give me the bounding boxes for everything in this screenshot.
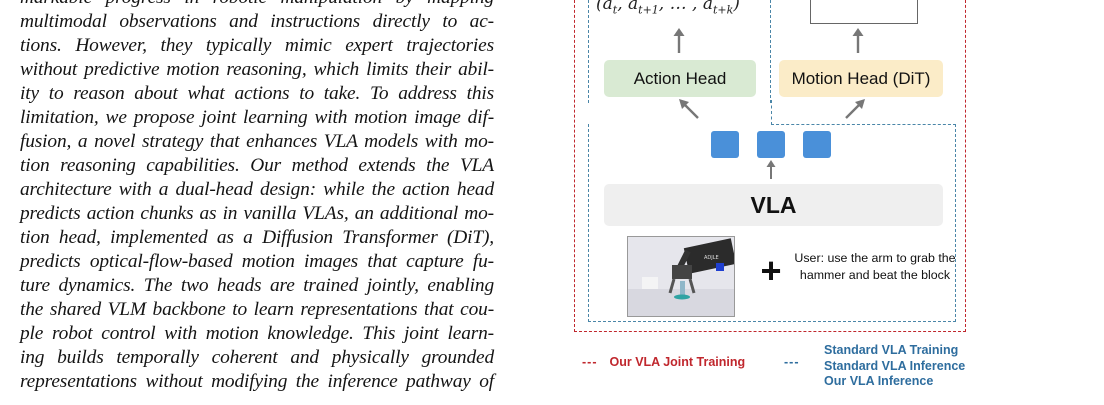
abstract-line: predicts optical-flow-based motion image…: [20, 251, 494, 272]
robot-tag-text: ADJLE: [704, 255, 719, 261]
action-chunk-formula: (at, at+1, … , at+k): [596, 0, 766, 16]
legend-blue-dash: ---: [784, 355, 800, 369]
formula-part: a: [602, 0, 613, 14]
plus-sign: +: [760, 250, 782, 291]
formula-part: , … ,: [658, 0, 703, 14]
motion-image-output: [810, 0, 918, 24]
vla-backbone-block: VLA: [604, 184, 943, 226]
legend-blue-label: Our VLA Inference: [824, 374, 934, 388]
arrow-up-icon: [673, 28, 685, 53]
formula-subscript: t+k: [712, 3, 734, 17]
legend-red-label: Our VLA Joint Training: [609, 355, 746, 369]
robot-observation-image: ADJLE: [627, 236, 735, 317]
abstract-line: tion reasoning capabilities. Our method …: [20, 155, 494, 176]
abstract-line: ing builds temporally coherent and physi…: [20, 347, 494, 368]
standard-vla-boundary-step-horizontal: [771, 124, 956, 126]
abstract-line: the shared VLM backbone to learn represe…: [20, 299, 494, 320]
formula-subscript: t: [612, 3, 618, 17]
arrow-up-icon: [766, 160, 776, 179]
abstract-line: ple robot control with motion knowledge.…: [20, 323, 494, 344]
joint-training-boundary: [574, 0, 966, 332]
abstract-line: markable progress in robotic manipulatio…: [20, 0, 494, 10]
legend-joint-training: --- Our VLA Joint Training: [582, 355, 745, 369]
abstract-text: markable progress in robotic manipulatio…: [20, 0, 494, 394]
standard-vla-boundary-lower: [588, 124, 956, 322]
legend-standard-labels: Standard VLA Training Standard VLA Infer…: [824, 343, 965, 390]
formula-part: a: [628, 0, 639, 14]
abstract-line: tion head, implemented as a Diffusion Tr…: [20, 227, 494, 248]
robot-arm-illustration: ADJLE: [628, 237, 734, 316]
abstract-line: limitation, we propose joint learning wi…: [20, 107, 494, 128]
arrow-diagonal-icon: [845, 99, 865, 119]
arrow-up-icon: [852, 28, 864, 53]
latent-token: [757, 131, 785, 158]
user-instruction-text: User: use the arm to grab the hammer and…: [794, 251, 956, 282]
abstract-line: architecture with a dual-head design: wh…: [20, 179, 494, 200]
formula-part: ,: [617, 0, 629, 14]
formula-subscript: t+1: [638, 3, 659, 17]
abstract-line: representations without modifying the in…: [20, 371, 494, 392]
formula-part: ): [733, 0, 740, 14]
abstract-line: without predictive motion reasoning, whi…: [20, 59, 494, 80]
standard-vla-boundary-step: [771, 100, 773, 125]
legend-blue-label: Standard VLA Training: [824, 343, 959, 357]
arrow-diagonal-icon: [679, 99, 699, 119]
action-head-block: Action Head: [604, 60, 756, 97]
motion-head-block: Motion Head (DiT): [779, 60, 943, 97]
abstract-line: ity to reason about what actions to take…: [20, 83, 494, 104]
abstract-line: ture dynamics. The two heads are trained…: [20, 275, 494, 296]
latent-token: [711, 131, 739, 158]
legend-standard-dash: ---: [784, 355, 812, 369]
abstract-line: predicts action chunks as in vanilla VLA…: [20, 203, 494, 224]
latent-token: [803, 131, 831, 158]
legend-red-dash: ---: [582, 355, 598, 369]
architecture-figure: (at, at+1, … , at+k) Action Head Motion …: [560, 0, 980, 405]
standard-vla-boundary-upper: [588, 0, 771, 103]
legend-blue-label: Standard VLA Inference: [824, 358, 966, 373]
formula-part: (: [596, 0, 603, 14]
abstract-line: tions. However, they typically mimic exp…: [20, 35, 494, 56]
abstract-line: multimodal observations and instructions…: [20, 11, 494, 32]
abstract-line: fusion, a novel strategy that enhances V…: [20, 131, 494, 152]
formula-part: a: [702, 0, 713, 14]
